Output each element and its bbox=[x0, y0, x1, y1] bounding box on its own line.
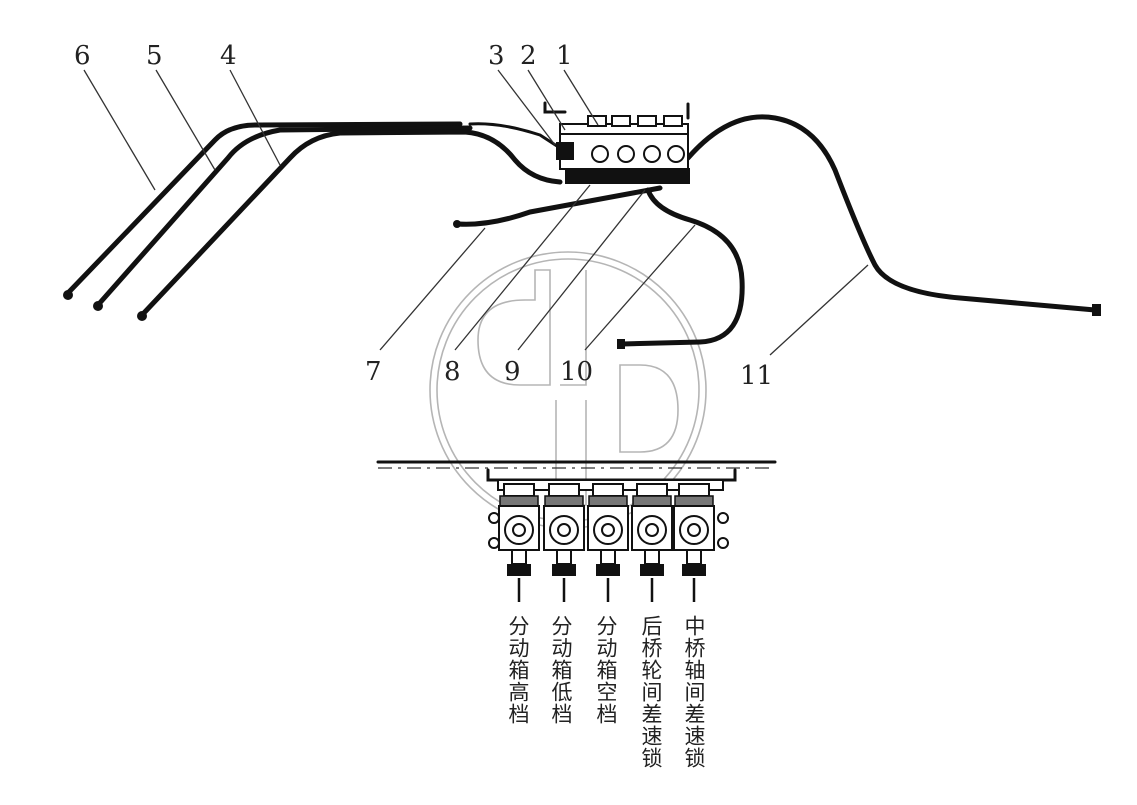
valve-label-transfer-high: 分动箱高档 bbox=[506, 615, 530, 725]
hose-11 bbox=[685, 114, 1098, 313]
hose-group-left bbox=[63, 121, 563, 321]
hose-4-end bbox=[137, 311, 147, 321]
valve-units bbox=[498, 483, 715, 602]
valve-5-cap bbox=[678, 483, 710, 497]
callout-10: 10 bbox=[560, 357, 593, 387]
manifold-detail bbox=[376, 460, 777, 602]
valve-label-transfer-neutral: 分动箱空档 bbox=[594, 615, 618, 725]
callout-3: 3 bbox=[488, 41, 505, 71]
valve-4-coil bbox=[632, 495, 672, 507]
valve-3-fitting bbox=[596, 564, 620, 576]
hose-10 bbox=[619, 187, 745, 347]
valve-labels: 分动箱高档 分动箱低档 分动箱空档 后桥轮间差速锁 中桥轴间差速锁 bbox=[506, 615, 706, 769]
valve-2-coil bbox=[544, 495, 584, 507]
callout-2: 2 bbox=[520, 41, 537, 71]
valve-1-cap bbox=[503, 483, 535, 497]
valve-3-coil bbox=[588, 495, 628, 507]
callout-7: 7 bbox=[365, 357, 382, 387]
callout-11: 11 bbox=[740, 361, 773, 391]
valve-4-fitting bbox=[640, 564, 664, 576]
valve-2-port bbox=[557, 523, 571, 537]
callout-4: 4 bbox=[220, 41, 237, 71]
valve-block-top bbox=[543, 101, 690, 184]
valve-4-port bbox=[645, 523, 659, 537]
valve-5-port bbox=[687, 523, 701, 537]
valve-1-port bbox=[512, 523, 526, 537]
valve-1-fitting bbox=[507, 564, 531, 576]
hose-5-end bbox=[93, 301, 103, 311]
callout-8: 8 bbox=[444, 357, 461, 387]
valve-4-stem bbox=[644, 549, 660, 565]
hose-10-end bbox=[617, 339, 625, 349]
hose-8 bbox=[468, 122, 562, 150]
hose-11-end bbox=[1092, 304, 1101, 316]
valve-2-stem bbox=[556, 549, 572, 565]
valve-label-mid-diff-lock: 中桥轴间差速锁 bbox=[682, 615, 706, 769]
valve-3-cap bbox=[592, 483, 624, 497]
callout-labels: 6 5 4 3 2 1 7 8 9 10 11 bbox=[74, 41, 773, 391]
valve-2-fitting bbox=[552, 564, 576, 576]
valve-1-coil bbox=[499, 495, 539, 507]
valve-5-fitting bbox=[682, 564, 706, 576]
valve-3-port bbox=[601, 523, 615, 537]
valve-5-coil bbox=[674, 495, 714, 507]
valve-5-stem bbox=[686, 549, 702, 565]
hose-6 bbox=[65, 121, 463, 296]
hose-6-end bbox=[63, 290, 73, 300]
valve-4-cap bbox=[636, 483, 668, 497]
leader-lines bbox=[83, 69, 869, 356]
valve-2-cap bbox=[548, 483, 580, 497]
callout-9: 9 bbox=[504, 357, 521, 387]
valve-1-stem bbox=[511, 549, 527, 565]
callout-5: 5 bbox=[146, 41, 163, 71]
valve-label-rear-diff-lock: 后桥轮间差速锁 bbox=[639, 615, 663, 769]
valve-label-transfer-low: 分动箱低档 bbox=[549, 615, 573, 725]
hose-7-end bbox=[453, 220, 461, 228]
valve-3-stem bbox=[600, 549, 616, 565]
hose-7 bbox=[455, 185, 663, 227]
hose-5 bbox=[95, 125, 473, 308]
callout-1: 1 bbox=[556, 41, 573, 71]
hose-4 bbox=[139, 129, 563, 318]
callout-6: 6 bbox=[74, 41, 91, 71]
